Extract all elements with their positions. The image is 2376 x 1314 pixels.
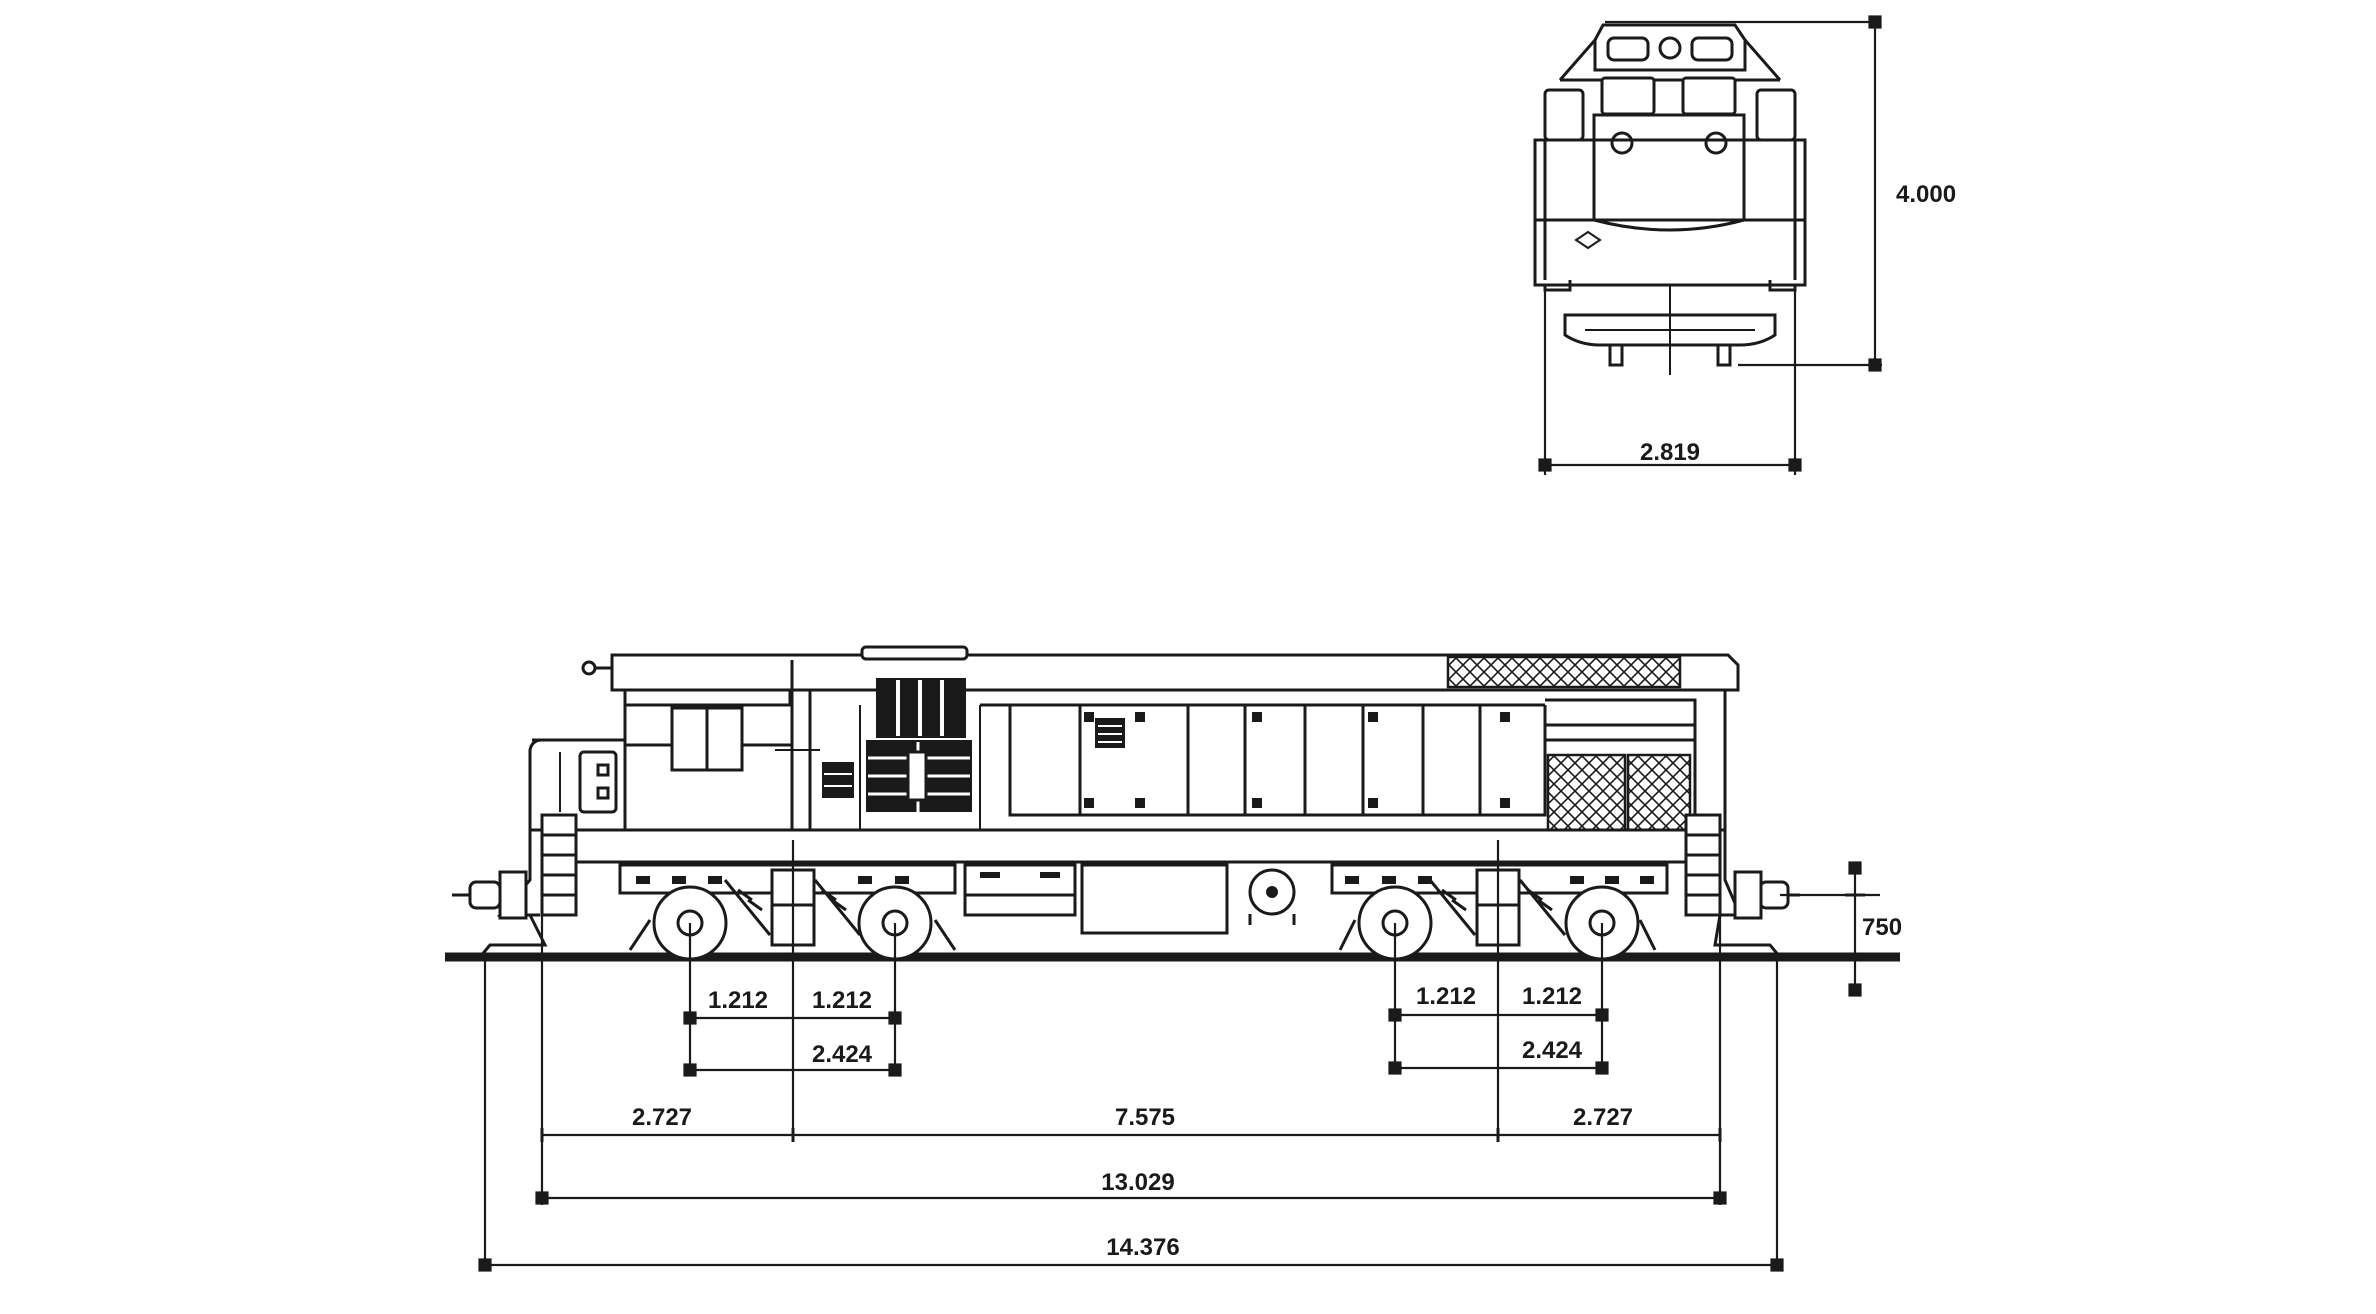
- bogie-a-axle-1-label: 1.212: [708, 987, 768, 1014]
- bogie-a-wheelbase-label: 2.424: [812, 1041, 873, 1068]
- bogie-front: [618, 863, 957, 961]
- wheel-height-label: 750: [1862, 914, 1902, 941]
- rear-coupler: [1713, 870, 1800, 958]
- overhang-rear-label: 2.727: [1573, 1104, 1633, 1131]
- bogie-b-axle-1-label: 1.212: [1416, 983, 1476, 1010]
- bogie-centers-label: 7.575: [1115, 1104, 1175, 1131]
- bogie-a-axle-2-label: 1.212: [812, 987, 872, 1014]
- bogie-b-axle-2-label: 1.212: [1522, 983, 1582, 1010]
- front-view: 4.000 2.819: [1533, 15, 1956, 475]
- front-coupler: [452, 870, 548, 958]
- side-view: 750 1.212 1.212 2.424 1.212 1.212 2.424 …: [445, 645, 1902, 1272]
- front-steps: [496, 813, 578, 917]
- front-height-label: 4.000: [1896, 181, 1956, 208]
- front-width-label: 2.819: [1640, 439, 1700, 466]
- length-over-frame-label: 13.029: [1101, 1169, 1174, 1196]
- length-over-couplers-label: 14.376: [1106, 1234, 1179, 1261]
- overhang-front-label: 2.727: [632, 1104, 692, 1131]
- rear-steps: [1684, 813, 1743, 917]
- bogie-b-wheelbase-label: 2.424: [1522, 1037, 1583, 1064]
- bogie-rear: [1330, 863, 1669, 961]
